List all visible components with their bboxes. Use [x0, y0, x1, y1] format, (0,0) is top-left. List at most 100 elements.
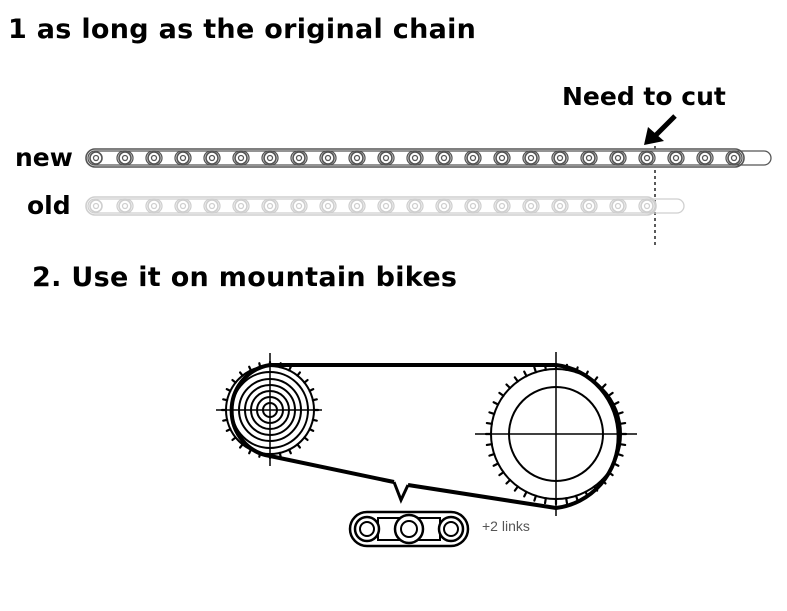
chain-link [696, 150, 743, 166]
chain-link [145, 150, 192, 166]
gear-tooth [488, 452, 496, 457]
gear-tooth [616, 411, 624, 416]
gear-tooth [308, 427, 315, 432]
gear-tooth [222, 398, 229, 402]
chain-link [435, 150, 482, 166]
chain-link [290, 150, 337, 166]
gear-tooth [492, 462, 500, 467]
chain-link [290, 198, 337, 214]
chain-link [580, 198, 627, 214]
gear-tooth [258, 362, 262, 369]
chain-link [609, 198, 656, 214]
gear-tooth [498, 391, 505, 397]
gear-tooth [278, 451, 282, 458]
gear-tooth [584, 370, 589, 378]
gear-tooth [593, 376, 599, 383]
gear-tooth [523, 490, 528, 498]
gear-tooth [505, 383, 512, 390]
gear-tooth [238, 371, 244, 377]
gear-tooth [523, 370, 528, 378]
gear-tooth [607, 471, 614, 477]
chain-link [493, 198, 540, 214]
chain-link [87, 198, 134, 214]
chain-link [580, 150, 627, 166]
gear-tooth [308, 388, 315, 393]
gear-tooth [231, 378, 237, 384]
gear-tooth [488, 411, 496, 416]
gear-tooth [600, 478, 607, 485]
gear-tooth [311, 418, 318, 422]
extra-links-label: +2 links [482, 518, 530, 534]
gear-tooth [565, 497, 569, 505]
chain-link [116, 198, 163, 214]
gear-tooth [303, 378, 309, 384]
cut-arrow-icon [644, 114, 677, 145]
chain-link [348, 150, 395, 166]
chain-link [145, 198, 192, 214]
chain-link [319, 198, 366, 214]
gear-tooth [574, 366, 579, 374]
gear-tooth [533, 366, 538, 374]
gear-tooth [287, 365, 292, 372]
gear-tooth [543, 497, 547, 505]
chain-link [87, 150, 134, 166]
chain-link [116, 150, 163, 166]
gear-tooth [593, 485, 599, 492]
gear-tooth [485, 421, 493, 425]
old-chain [85, 196, 685, 216]
chain-link [638, 198, 685, 214]
new-chain [85, 148, 772, 168]
chain-link [406, 198, 453, 214]
chain-link [377, 150, 424, 166]
chain-link [522, 150, 569, 166]
chain-link [464, 150, 511, 166]
gear-tooth [238, 443, 244, 449]
chain-link [319, 150, 366, 166]
need-to-cut-label: Need to cut [562, 82, 726, 111]
chain-link [551, 198, 598, 214]
gear-tooth [303, 436, 309, 442]
new-chain-label: new [15, 143, 73, 172]
old-chain-label: old [27, 191, 71, 220]
drivetrain-diagram [216, 352, 637, 548]
extra-links-icon [348, 510, 470, 548]
gear-tooth [287, 448, 292, 455]
gear-tooth [222, 418, 229, 422]
gear-tooth [225, 388, 232, 393]
gear-tooth [296, 443, 302, 449]
chain-link [522, 198, 569, 214]
gear-tooth [498, 471, 505, 477]
gear-tooth [543, 363, 547, 371]
gear-tooth [574, 494, 579, 502]
gear-tooth [533, 494, 538, 502]
step1-title: 1 as long as the original chain [8, 14, 477, 45]
chain-link [261, 150, 308, 166]
gear-tooth [278, 362, 282, 369]
chain-link [174, 150, 221, 166]
chain-link [609, 150, 656, 166]
chain-link [174, 198, 221, 214]
gear-tooth [584, 490, 589, 498]
gear-tooth [600, 383, 607, 390]
step2-title: 2. Use it on mountain bikes [32, 262, 458, 293]
gear-tooth [513, 485, 519, 492]
chain-link [667, 150, 714, 166]
chain-link [377, 198, 424, 214]
chain-link [203, 198, 250, 214]
gear-tooth [248, 448, 253, 455]
gear-tooth [485, 443, 493, 447]
gear-tooth [619, 421, 627, 425]
rear-cassette [216, 353, 322, 466]
gear-tooth [311, 398, 318, 402]
chain-link [203, 150, 250, 166]
chain-link [232, 198, 279, 214]
gear-tooth [612, 462, 620, 467]
chain-link [725, 150, 772, 166]
gear-tooth [565, 363, 569, 371]
chain-link [435, 198, 482, 214]
chain-link [232, 150, 279, 166]
gear-tooth [492, 401, 500, 406]
chain-link [261, 198, 308, 214]
gear-tooth [505, 478, 512, 485]
